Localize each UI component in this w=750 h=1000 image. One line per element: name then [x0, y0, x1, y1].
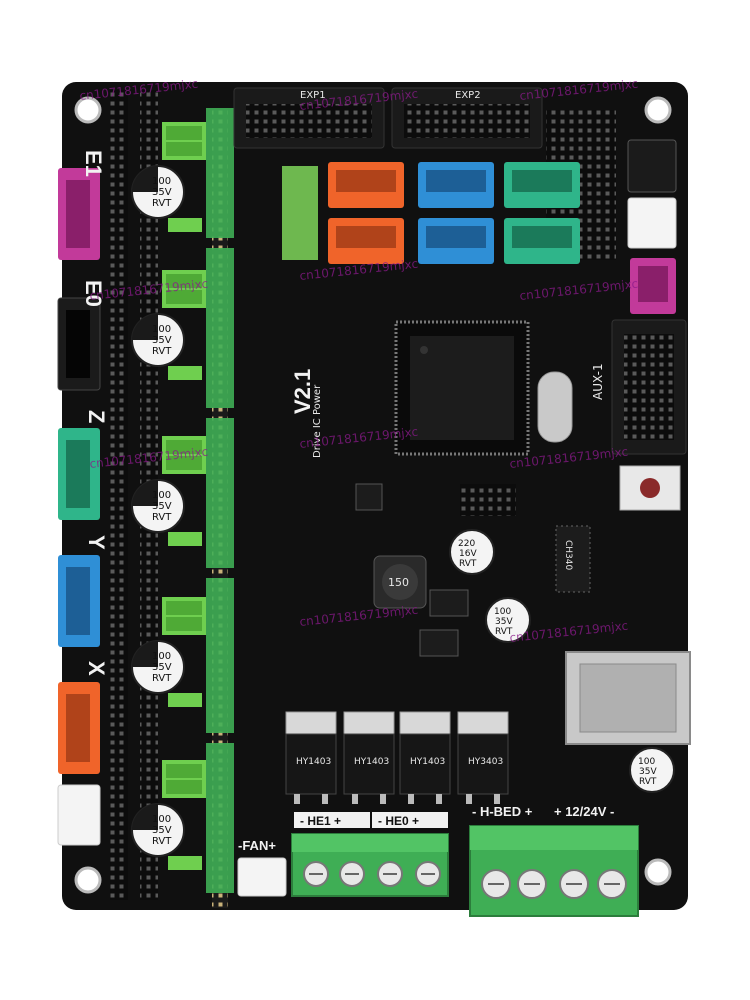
terminal-screw: [415, 861, 441, 887]
mosfets: HY1403 HY1403 HY1403 HY3403: [285, 711, 509, 804]
side-label-e0: E0: [81, 280, 106, 307]
driver-capacitor-label: 35V: [152, 662, 172, 673]
he0-label: - HE0 +: [378, 814, 419, 828]
driver-capacitor-label: RVT: [152, 198, 172, 209]
aux1-header: AUX-1: [591, 319, 687, 455]
endstop-connectors: [282, 162, 580, 264]
usb-chip-label: CH340: [563, 540, 573, 571]
usb-port: [565, 651, 691, 745]
mosfet-label: HY1403: [354, 757, 389, 767]
cap-100b-value: 100: [638, 757, 655, 767]
driver-capacitor-label: 100: [152, 176, 171, 187]
driver-jumper-small: [168, 532, 202, 546]
terminal-screw: [597, 869, 627, 899]
cap-220-voltage: 16V: [459, 549, 477, 559]
power-label: + 12/24V -: [554, 804, 614, 819]
driver-capacitor-label: RVT: [152, 836, 172, 847]
driver-capacitor-label: 100: [152, 324, 171, 335]
mosfet: HY1403: [399, 711, 451, 804]
terminal-screw: [481, 869, 511, 899]
usb-serial-chip: CH340: [555, 525, 591, 593]
driver-capacitor-label: 100: [152, 814, 171, 825]
bulk-capacitors: 220 16V RVT 100 35V RVT 100 35V RVT: [449, 529, 675, 793]
cap-220-value: 220: [458, 539, 475, 549]
driver-capacitor-label: RVT: [152, 673, 172, 684]
terminal-screw: [339, 861, 365, 887]
driver-capacitor-label: 35V: [152, 335, 172, 346]
mosfet-label: HY1403: [410, 757, 445, 767]
side-label-z: Z: [84, 410, 109, 423]
terminal-screw: [377, 861, 403, 887]
mcu-chip: [394, 320, 530, 456]
mosfet: HY1403: [285, 711, 337, 804]
stepper-driver-sections: 10035VRVT10035VRVT10035VRVT10035VRVT1003…: [131, 122, 206, 870]
driver-capacitor-label: RVT: [152, 346, 172, 357]
driver-capacitor-label: 35V: [152, 187, 172, 198]
brand-label: Drive IC Power: [312, 384, 323, 458]
mosfet-label: HY3403: [468, 757, 503, 767]
hbed-label: - H-BED +: [472, 804, 533, 819]
driver-jumper-small: [168, 218, 202, 232]
crystal: [537, 371, 573, 443]
he1-label: - HE1 +: [300, 814, 341, 828]
cap-220-brand: RVT: [459, 559, 477, 569]
terminal-screw: [559, 869, 589, 899]
left-pin-column-outer: [110, 90, 128, 900]
mosfet-label: HY1403: [296, 757, 331, 767]
cap-100b-voltage: 35V: [639, 767, 657, 777]
cap-100-voltage: 35V: [495, 617, 513, 627]
exp1-label: EXP1: [300, 90, 326, 101]
version-label: V2.1: [290, 369, 315, 414]
mosfet: HY1403: [343, 711, 395, 804]
fan-connector: [237, 857, 287, 897]
side-label-y: Y: [84, 535, 109, 550]
side-label-e1: E1: [81, 150, 106, 177]
cap-100b-brand: RVT: [639, 777, 657, 787]
driver-capacitor-label: 35V: [152, 501, 172, 512]
terminal-screws: [303, 861, 627, 899]
driver-jumper-small: [168, 693, 202, 707]
cap-100-value: 100: [494, 607, 511, 617]
reset-button: [619, 465, 681, 511]
terminal-screw: [517, 869, 547, 899]
exp-headers: EXP1 EXP2: [233, 87, 616, 260]
connector-white: [57, 784, 101, 846]
cap-100-brand: RVT: [495, 627, 513, 637]
driver-capacitor-label: 100: [152, 651, 171, 662]
mounting-holes: [74, 96, 672, 894]
side-label-x: X: [84, 661, 109, 676]
mosfet: HY3403: [457, 711, 509, 804]
exp2-label: EXP2: [455, 90, 481, 101]
driver-capacitor-label: RVT: [152, 512, 172, 523]
driver-jumper-small: [168, 366, 202, 380]
driver-capacitor-label: 35V: [152, 825, 172, 836]
side-connectors: [57, 168, 101, 846]
right-connectors: [627, 139, 677, 314]
fan-label: -FAN+: [238, 838, 276, 853]
inductor-label: 150: [388, 576, 409, 589]
terminal-screw: [303, 861, 329, 887]
driver-jumper-small: [168, 856, 202, 870]
inductor: 150: [373, 555, 427, 609]
driver-capacitor-label: 100: [152, 490, 171, 501]
aux1-label: AUX-1: [591, 363, 605, 400]
terminal-labels: - HE1 + - HE0 + -FAN+ - H-BED + + 12/24V…: [238, 804, 614, 853]
small-ics: [355, 483, 516, 657]
